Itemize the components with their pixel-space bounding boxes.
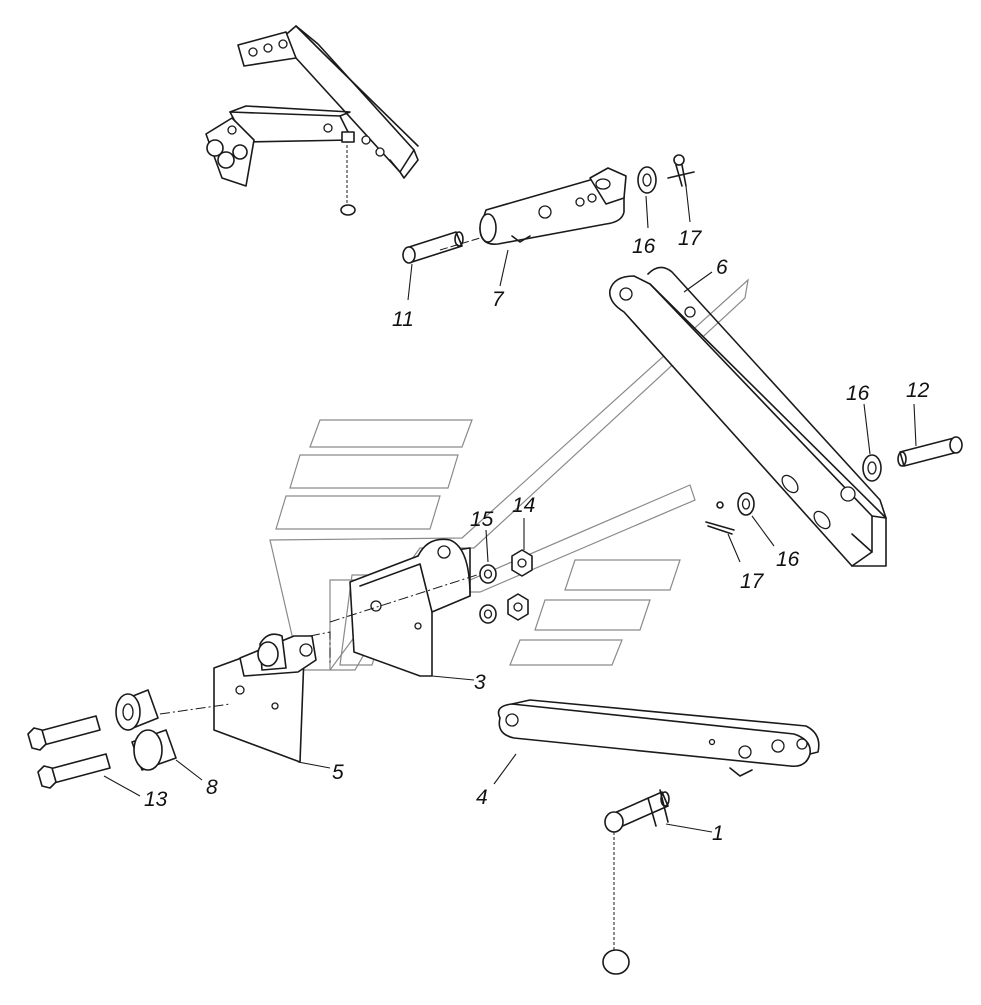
assembled-bracket-view [205, 25, 419, 216]
part-16-washer-right [862, 454, 882, 482]
callout-12: 12 [906, 379, 930, 402]
part-15-washers [479, 564, 497, 624]
part-17-cotter-pin-lower [705, 501, 735, 535]
part-14-nuts [507, 549, 533, 621]
part-16-washer-top [637, 166, 657, 194]
callout-15: 15 [470, 508, 494, 531]
part-12-pin [897, 436, 963, 467]
part-6-channel-beam [608, 266, 887, 567]
callout-16-lower: 16 [776, 548, 800, 571]
callout-16-top: 16 [632, 235, 656, 258]
callout-16-right: 16 [846, 382, 870, 405]
callout-17-lower: 17 [740, 570, 765, 593]
part-1-pin-chain [602, 789, 670, 975]
callout-8: 8 [206, 776, 218, 799]
callout-labels: 1 3 4 5 6 7 8 11 12 13 14 15 16 16 16 17… [144, 227, 930, 845]
leader-lines [103, 185, 917, 833]
part-7-tube-fork [479, 167, 627, 245]
part-13-bolts [27, 715, 111, 789]
part-8-spacers [115, 689, 177, 771]
callout-6: 6 [716, 256, 728, 279]
callout-17-top: 17 [678, 227, 703, 250]
callout-4: 4 [476, 786, 488, 809]
part-11-pin [402, 231, 464, 264]
part-4-link-bar [497, 699, 820, 777]
callout-11: 11 [392, 308, 414, 331]
callout-7: 7 [492, 288, 505, 311]
watermark-logo [269, 278, 749, 671]
part-17-cotter-pin-top [667, 154, 695, 187]
part-16-washer-lower [737, 492, 755, 516]
callout-13: 13 [144, 788, 168, 811]
assembly-axes [159, 237, 481, 715]
callout-1: 1 [712, 822, 724, 845]
callout-5: 5 [332, 761, 344, 784]
part-5-bracket-plate [213, 633, 317, 763]
part-3-bracket [349, 538, 471, 677]
callout-14: 14 [512, 494, 535, 517]
callout-3: 3 [474, 671, 486, 694]
